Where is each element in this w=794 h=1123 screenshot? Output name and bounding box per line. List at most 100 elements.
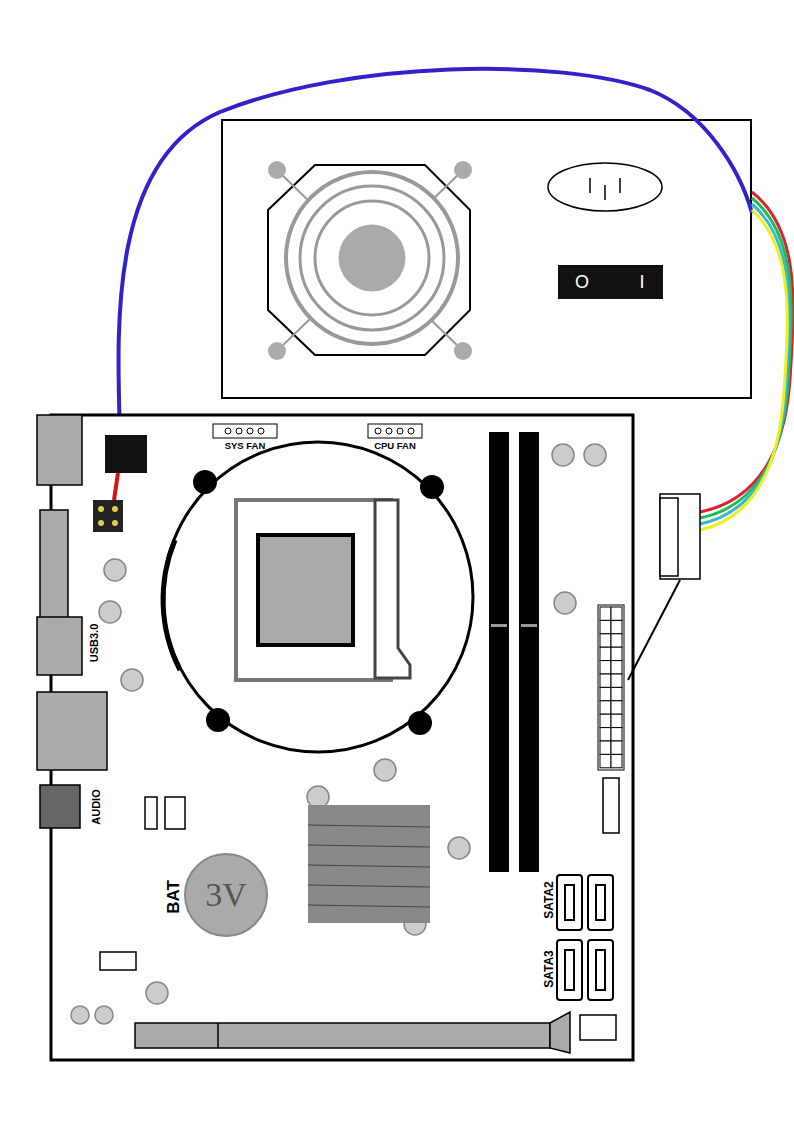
chipset-heatsink (308, 805, 430, 923)
switch-symbol: O (575, 273, 589, 291)
atx-connector (600, 754, 611, 767)
pcie-slot (135, 1012, 570, 1053)
psu-fan (454, 342, 472, 360)
atx-connector (598, 605, 624, 770)
atx-connector (600, 647, 611, 660)
cables (118, 69, 752, 436)
cable-plug (628, 494, 700, 680)
fan-headers (213, 424, 422, 438)
cpu-socket (258, 535, 353, 645)
switch-symbol: I (639, 273, 644, 291)
sata-ports (588, 940, 613, 1000)
psu-fan (454, 161, 472, 179)
atx-connector (600, 674, 611, 687)
battery-label: BAT (165, 880, 182, 914)
pcie-slot (550, 1012, 570, 1053)
cpu-socket (236, 500, 391, 680)
top-connector (98, 520, 104, 526)
top-connector (112, 520, 118, 526)
pin-headers (100, 778, 619, 1040)
atx-connector (600, 701, 611, 714)
cables (700, 210, 787, 530)
pcie-slot (135, 1023, 550, 1048)
power-socket (548, 163, 662, 211)
pin-headers (145, 797, 157, 829)
psu-fan (277, 170, 463, 351)
pin-headers (603, 778, 619, 833)
atx-connector (600, 607, 611, 620)
ram-slots (489, 432, 509, 872)
atx-connector (600, 620, 611, 633)
atx-connector (600, 741, 611, 754)
power-supply (222, 120, 751, 398)
sata-ports (565, 950, 574, 990)
fan-headers (247, 428, 253, 434)
top-connector (112, 506, 118, 512)
psu-fan (268, 165, 470, 355)
psu-fan (315, 201, 429, 315)
power-socket (589, 178, 591, 193)
ram-slots (521, 624, 537, 627)
cpu-socket (163, 442, 473, 752)
standoffs (374, 759, 396, 781)
sata-ports (596, 950, 605, 990)
atx-connector (611, 741, 622, 754)
io-ports (40, 785, 80, 828)
top-connector (93, 435, 147, 532)
atx-connector (611, 647, 622, 660)
fan-headers (368, 424, 422, 438)
sata-label: SATA2 (543, 881, 555, 919)
cpu-socket (375, 500, 410, 678)
chipset-heatsink (308, 845, 430, 847)
standoffs (584, 444, 606, 466)
cpu-socket (206, 708, 230, 732)
sata-ports (565, 885, 574, 920)
cable-plug (660, 498, 678, 576)
power-supply (222, 120, 751, 398)
cpu-socket (163, 442, 473, 752)
sata-ports (596, 885, 605, 920)
fan-headers (397, 428, 403, 434)
io-ports (40, 510, 68, 620)
atx-connector (611, 674, 622, 687)
atx-connector (611, 687, 622, 700)
sata-ports (588, 875, 613, 930)
pin-headers (580, 1015, 616, 1040)
ram-slots (489, 432, 539, 872)
atx-connector (611, 634, 622, 647)
pcie-slot (217, 1023, 219, 1048)
io-ports (37, 692, 107, 770)
power-socket (604, 185, 606, 200)
fan-header-label: SYS FAN (225, 441, 266, 451)
sata-ports (557, 875, 582, 930)
top-connector (105, 435, 147, 473)
atx-connector (611, 620, 622, 633)
pin-headers (100, 952, 136, 970)
sata-ports (557, 940, 582, 1000)
standoffs (121, 669, 143, 691)
standoffs (99, 601, 121, 623)
power-switch (558, 265, 663, 299)
atx-connector (611, 661, 622, 674)
standoffs (552, 444, 574, 466)
psu-fan (286, 172, 458, 344)
cable-plug (660, 494, 700, 579)
fan-headers (408, 428, 414, 434)
chipset-heatsink (308, 885, 430, 887)
standoffs (448, 837, 470, 859)
fan-headers (375, 428, 381, 434)
cables (700, 192, 793, 512)
atx-connector (600, 634, 611, 647)
sata-label: SATA3 (543, 950, 555, 988)
battery-cell: 3V (184, 853, 268, 937)
atx-connector (611, 701, 622, 714)
cpu-socket (163, 540, 180, 670)
sata-ports (557, 875, 613, 1000)
power-socket (548, 163, 662, 211)
standoffs (307, 786, 329, 808)
atx-connector (600, 728, 611, 741)
motherboard (37, 415, 700, 1060)
chipset-heatsink (308, 905, 430, 907)
